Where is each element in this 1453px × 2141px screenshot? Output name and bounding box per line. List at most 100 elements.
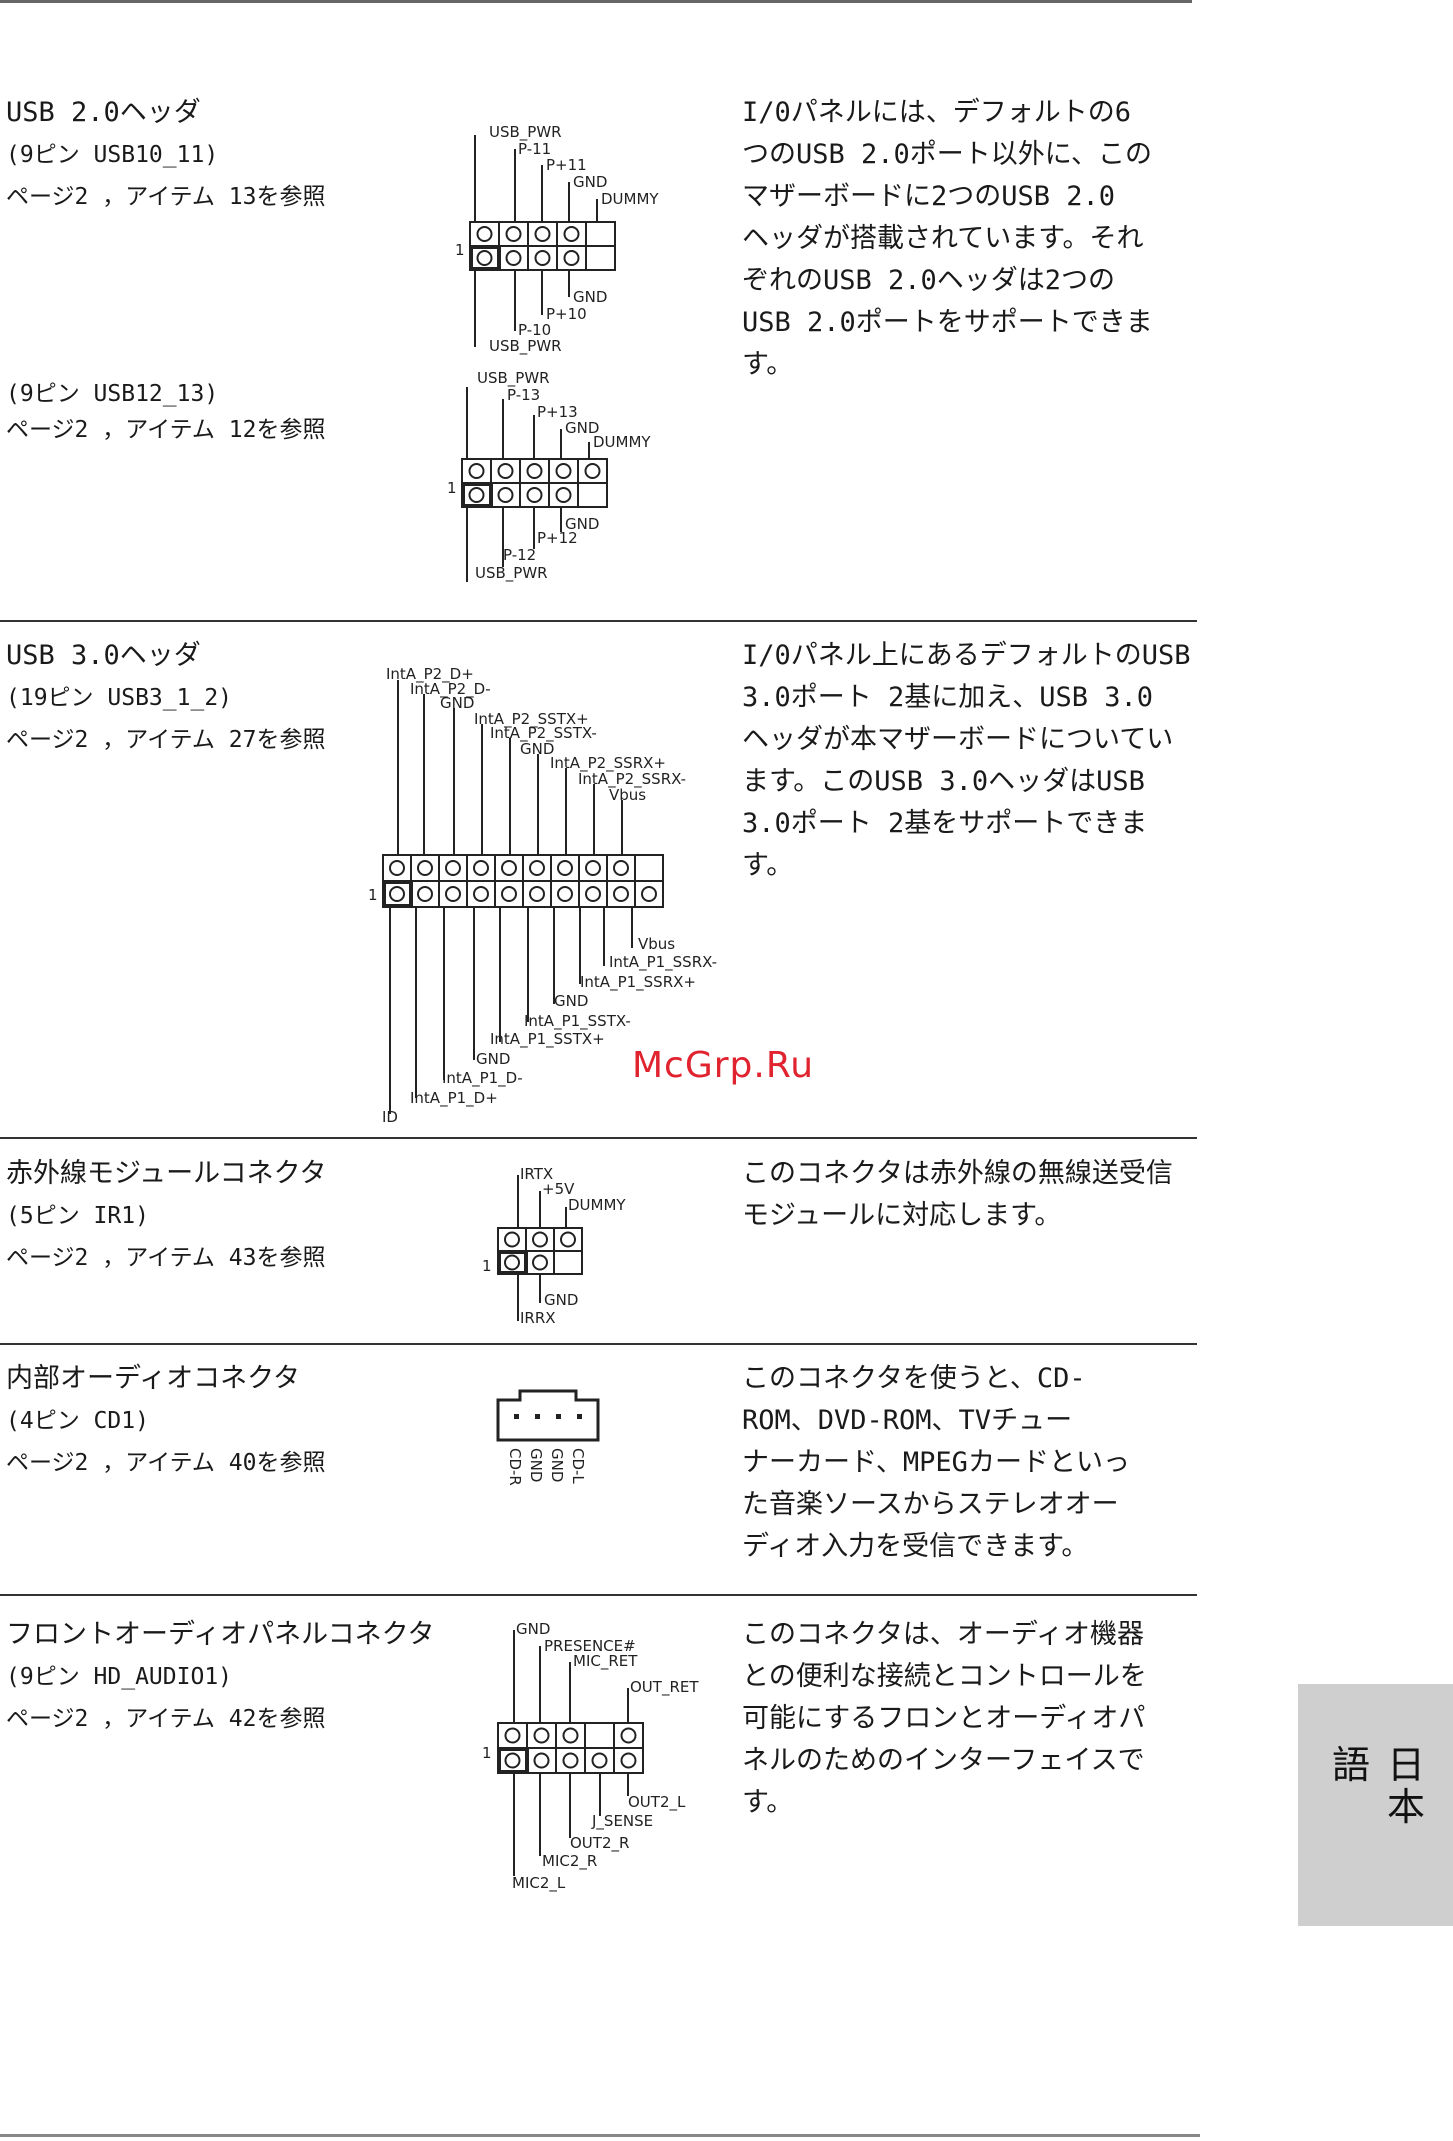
usb2-d1-bottom-label: P+10: [546, 305, 587, 323]
usb3-header-diagram: 1 IntA_P2_D+ IntA_P2_D- GND IntA_P2_SSTX…: [368, 648, 748, 1132]
usb3-bottom-label: IntA_P1_SSRX+: [580, 973, 696, 992]
ir-description: このコネクタは赤外線の無線送受信 モジュールに対応します。: [742, 1158, 1173, 1231]
cd-pin-label: GND: [548, 1448, 566, 1482]
usb2-d2-pin1: 1: [447, 479, 457, 497]
usb2-ref2: ページ2 ，アイテム 12を参照: [6, 417, 326, 443]
cd-ref: ページ2 ，アイテム 40を参照: [6, 1450, 326, 1476]
ir-bottom-label: GND: [544, 1291, 578, 1309]
cd-sub: (4ピン CD1): [6, 1408, 149, 1434]
hda-bottom-label: OUT2_L: [628, 1793, 686, 1812]
usb3-title: USB 3.0ヘッダ: [6, 640, 201, 671]
ir-ref: ページ2 ，アイテム 43を参照: [6, 1245, 326, 1271]
hda-header-diagram: 1 GND PRESENCE# MIC_RET OUT_RET OUT2_L J…: [478, 1620, 728, 1904]
hda-bottom-label: OUT2_R: [570, 1834, 629, 1853]
usb2-description: I/0パネルには、デフォルトの6 つのUSB 2.0ポート以外に、この マザーボ…: [742, 97, 1153, 380]
ir-title: 赤外線モジュールコネクタ: [6, 1158, 327, 1189]
usb2-d2-bottom-label: USB_PWR: [475, 564, 548, 583]
usb3-top-label: IntA_P2_D+: [386, 665, 474, 684]
usb2-d2-top-label: P+13: [537, 403, 578, 421]
usb2-d2-bottom-label: GND: [565, 515, 599, 533]
usb3-top-label: IntA_P2_SSRX+: [550, 754, 666, 773]
cd-pin-label: CD-R: [506, 1448, 524, 1486]
cd-pin-label: GND: [527, 1448, 545, 1482]
usb3-info: USB 3.0ヘッダ (19ピン USB3_1_2) ページ2 ，アイテム 27…: [6, 635, 416, 761]
usb3-top-label: IntA_P2_SSTX+: [474, 710, 589, 729]
ir-info: 赤外線モジュールコネクタ (5ピン IR1) ページ2 ，アイテム 43を参照: [6, 1153, 416, 1279]
cd-title: 内部オーディオコネクタ: [6, 1363, 301, 1394]
hda-sub: (9ピン HD_AUDIO1): [6, 1664, 233, 1690]
usb3-top-label: IntA_P2_D-: [410, 680, 491, 699]
ir-pin1: 1: [482, 1257, 492, 1275]
usb2-sub2: (9ピン USB12_13): [6, 381, 219, 407]
hda-top-label: MIC_RET: [573, 1652, 638, 1671]
hda-bottom-label: MIC2_L: [512, 1874, 566, 1893]
usb2-ref1: ページ2 ，アイテム 13を参照: [6, 184, 326, 210]
hda-description: このコネクタは、オーディオ機器 との便利な接続とコントロールを 可能にするフロン…: [742, 1619, 1147, 1818]
hda-top-label: OUT_RET: [630, 1678, 699, 1697]
usb2-d1-bottom-label: GND: [573, 288, 607, 306]
cd-description: このコネクタを使うと、CD- ROM、DVD-ROM、TVチュー ナーカード、M…: [742, 1363, 1130, 1562]
usb2-d2-bottom-label: P-12: [503, 546, 536, 564]
usb2-d1-top-label: GND: [573, 173, 607, 191]
ir-top-label: DUMMY: [568, 1196, 626, 1214]
watermark: McGrp.Ru: [632, 1045, 815, 1086]
hda-title: フロントオーディオパネルコネクタ: [6, 1619, 435, 1650]
usb3-description: I/0パネル上にあるデフォルトのUSB 3.0ポート 2基に加え、USB 3.0…: [742, 640, 1191, 881]
usb3-pin1: 1: [368, 886, 378, 904]
usb3-bottom-label: Vbus: [638, 935, 675, 953]
usb2-info: USB 2.0ヘッダ (9ピン USB10_11) ページ2 ，アイテム 13を…: [6, 92, 416, 451]
usb2-d2-top-label: P-13: [507, 386, 540, 404]
usb3-top-label: IntA_P2_SSTX-: [490, 724, 597, 743]
usb3-bottom-label: GND: [476, 1050, 510, 1068]
usb3-sub: (19ピン USB3_1_2): [6, 685, 233, 711]
cd-pin-label: CD-L: [569, 1448, 587, 1484]
usb2-d2-bottom-label: P+12: [537, 529, 578, 547]
usb3-bottom-label: GND: [554, 992, 588, 1010]
usb2-d1-bottom-label: USB_PWR: [489, 337, 562, 356]
bottom-rule: [0, 2134, 1200, 2137]
usb3-top-label: IntA_P2_SSRX-: [578, 770, 686, 789]
usb2-d1-bottom-label: P-10: [518, 321, 551, 339]
ir-sub: (5ピン IR1): [6, 1203, 149, 1229]
usb2-d2-top-label: USB_PWR: [477, 369, 550, 388]
usb3-top-label: GND: [440, 694, 474, 712]
hda-ref: ページ2 ，アイテム 42を参照: [6, 1706, 326, 1732]
usb2-d1-top-label: DUMMY: [601, 190, 659, 208]
separator: [0, 1343, 1197, 1345]
usb2-d2-top-label: DUMMY: [593, 433, 651, 451]
cd-info: 内部オーディオコネクタ (4ピン CD1) ページ2 ，アイテム 40を参照: [6, 1358, 416, 1484]
hda-top-label: PRESENCE#: [544, 1637, 636, 1655]
hda-pin1: 1: [482, 1744, 492, 1762]
hda-info: フロントオーディオパネルコネクタ (9ピン HD_AUDIO1) ページ2 ，ア…: [6, 1614, 435, 1740]
usb2-title: USB 2.0ヘッダ: [6, 97, 201, 128]
usb3-bottom-label: IntA_P1_D-: [442, 1069, 523, 1088]
ir-bottom-label: IRRX: [520, 1309, 556, 1327]
usb3-top-label: GND: [520, 740, 554, 758]
ir-top-label: IRTX: [520, 1165, 553, 1183]
usb3-bottom-label: IntA_P1_SSRX-: [609, 953, 717, 972]
usb2-header-diagram-2: 1 USB_PWR P-13 P+13 GND DUMMY GND P+12 P…: [447, 367, 697, 596]
usb3-bottom-label: IntA_P1_D+: [410, 1089, 498, 1108]
hda-top-label: GND: [516, 1620, 550, 1638]
usb2-d1-pin1: 1: [455, 241, 465, 259]
ir-top-label: +5V: [542, 1180, 575, 1198]
ir-header-diagram: 1 IRTX +5V DUMMY GND IRRX: [480, 1163, 660, 1337]
separator: [0, 1594, 1197, 1596]
usb2-header-diagram-1: 1 USB_PWR P-11 P+11 GND DUMMY GND P+10 P…: [455, 107, 705, 361]
usb2-d1-top-label: USB_PWR: [489, 123, 562, 142]
usb3-bottom-label: IntA_P1_SSTX-: [524, 1012, 631, 1031]
usb2-d2-top-label: GND: [565, 419, 599, 437]
usb3-bottom-label: IntA_P1_SSTX+: [490, 1030, 605, 1049]
hda-bottom-label: MIC2_R: [542, 1852, 597, 1871]
hda-bottom-label: J_SENSE: [591, 1812, 653, 1831]
usb3-top-label: Vbus: [609, 786, 646, 804]
usb2-d1-top-label: P+11: [546, 156, 587, 174]
language-tab: 日本語: [1298, 1684, 1453, 1926]
separator: [0, 1137, 1197, 1139]
usb3-ref: ページ2 ，アイテム 27を参照: [6, 727, 326, 753]
cd-connector-diagram: CD-R GND GND CD-L: [490, 1388, 620, 1542]
usb2-sub1: (9ピン USB10_11): [6, 142, 219, 168]
usb2-d1-top-label: P-11: [518, 140, 551, 158]
separator: [0, 620, 1197, 622]
top-rule: [0, 0, 1192, 3]
